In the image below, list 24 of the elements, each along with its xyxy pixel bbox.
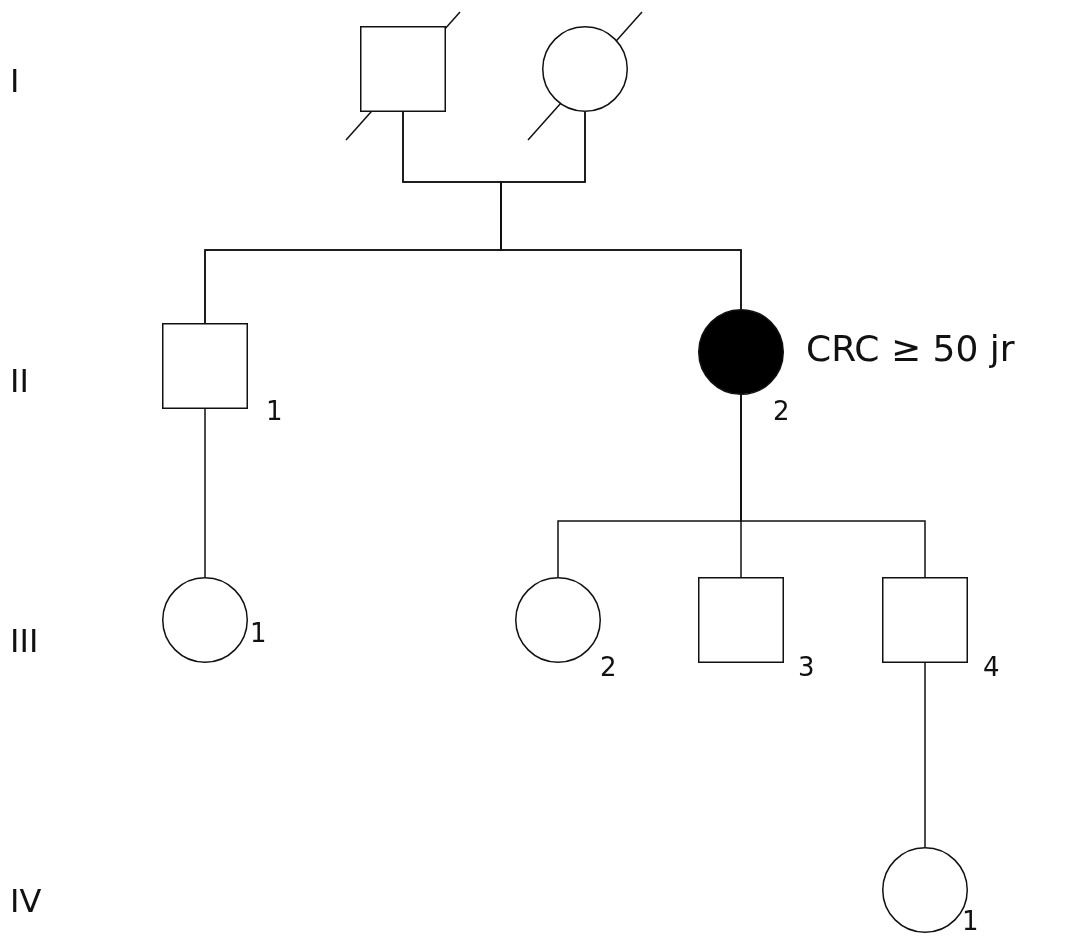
individual-number: 1: [266, 396, 283, 426]
individual-number: 1: [250, 618, 267, 648]
male-square: [882, 577, 968, 663]
affected-female-circle: [698, 309, 784, 395]
individual-number: 3: [798, 652, 815, 682]
male-square: [360, 26, 446, 112]
generation-label: II: [10, 362, 29, 400]
individual-number: 4: [983, 652, 1000, 682]
descent-line: [924, 662, 926, 848]
generation-label: IV: [10, 882, 42, 920]
generation-label: III: [10, 622, 39, 660]
male-square: [162, 323, 248, 409]
individual-number: 2: [600, 652, 617, 682]
diagnosis-label: CRC ≥ 50 jr: [806, 328, 1015, 369]
descent-line: [204, 111, 502, 324]
individual-number: 1: [962, 906, 979, 936]
female-circle: [162, 577, 248, 663]
individual-number: 2: [773, 396, 790, 426]
generation-label: I: [10, 62, 20, 100]
female-circle: [515, 577, 601, 663]
descent-line: [204, 408, 206, 578]
male-square: [698, 577, 784, 663]
female-circle: [542, 26, 628, 112]
descent-line: [557, 394, 742, 578]
